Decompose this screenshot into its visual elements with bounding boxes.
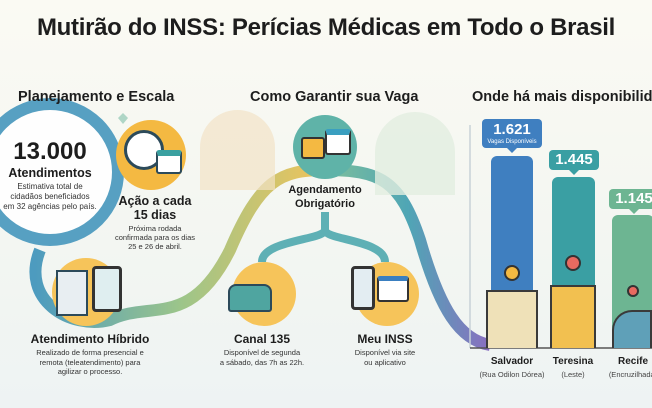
map-pin-icon bbox=[504, 265, 520, 281]
people-group-icon bbox=[200, 110, 275, 190]
cycle-title-line: 15 dias bbox=[133, 208, 177, 222]
map-pin-icon bbox=[565, 255, 581, 271]
desc-line: ou aplicativo bbox=[364, 357, 406, 367]
availability-heading: Onde há mais disponibilidade bbox=[472, 89, 652, 105]
desc-line: Estimativa total de bbox=[17, 182, 83, 191]
phone-headset-icon bbox=[228, 262, 296, 326]
value-tag-salvador: 1.621 Vagas Disponíveis bbox=[482, 119, 542, 153]
value-tag-teresina: 1.445 bbox=[549, 150, 599, 175]
lock-calendar-icon bbox=[293, 115, 357, 179]
desc-line: a sábado, das 7h as 22h. bbox=[219, 357, 305, 367]
desc-line: cidadãos beneficiados bbox=[10, 192, 90, 201]
phone-title: Canal 135 bbox=[233, 332, 291, 346]
value: 1.621 bbox=[493, 121, 531, 138]
booking-heading: Como Garantir sua Vaga bbox=[250, 89, 419, 105]
phone-browser-icon bbox=[351, 262, 419, 326]
desc-line: 25 e 26 de abril. bbox=[128, 242, 182, 251]
total-label: Atendimentos bbox=[8, 166, 92, 180]
phone-desc: Disponível de segunda a sábado, das 7h a… bbox=[207, 348, 317, 367]
clock-calendar-icon bbox=[116, 120, 186, 190]
app-title: Meu INSS bbox=[357, 332, 413, 346]
hybrid-care-icon bbox=[52, 258, 122, 326]
app-desc: Disponível via site ou aplicativo bbox=[335, 348, 435, 367]
desc-line: Disponível de segunda bbox=[223, 348, 301, 357]
cycle-title-line: Ação a cada bbox=[118, 194, 192, 208]
map-pin-icon bbox=[627, 285, 639, 297]
title-line: Obrigatório bbox=[295, 198, 355, 210]
hybrid-desc: Realizado de forma presencial e remota (… bbox=[20, 348, 160, 377]
hybrid-title: Atendimento Híbrido bbox=[30, 332, 150, 346]
desc-line: Disponível via site bbox=[354, 348, 416, 357]
desc-line: confirmada para os dias bbox=[114, 233, 196, 242]
total-number: 13.000 bbox=[13, 138, 87, 165]
city-area-teresina: (Leste) bbox=[561, 370, 585, 379]
city-area-salvador: (Rua Odilon Dórea) bbox=[479, 370, 545, 379]
value-tag-recife: 1.145 bbox=[609, 189, 652, 214]
city-name-recife: Recife bbox=[617, 356, 648, 367]
booking-main-title: Agendamento Obrigatório bbox=[275, 183, 375, 211]
title-line: Agendamento bbox=[288, 184, 362, 196]
desc-line: Próxima rodada bbox=[128, 224, 182, 233]
cycle-desc: Próxima rodada confirmada para os dias 2… bbox=[110, 224, 200, 251]
city-name-salvador: Salvador bbox=[490, 356, 534, 367]
page-title: Mutirão do INSS: Perícias Médicas em Tod… bbox=[36, 14, 616, 41]
church-salvador-icon bbox=[486, 290, 538, 348]
desc-line: remota (teleatendimento) para bbox=[39, 357, 141, 367]
desc-line: em 32 agências pelo país. bbox=[3, 202, 97, 211]
city-recife-icon bbox=[612, 310, 652, 348]
people-group-icon bbox=[375, 112, 455, 195]
desc-line: Realizado de forma presencial e bbox=[36, 348, 144, 357]
total-desc: Estimativa total de cidadãos beneficiado… bbox=[0, 182, 100, 212]
church-teresina-icon bbox=[550, 285, 596, 348]
desc-line: agilizar o processo. bbox=[57, 367, 123, 376]
cycle-title: Ação a cada 15 dias bbox=[115, 194, 195, 222]
unit-label: Vagas Disponíveis bbox=[487, 139, 537, 145]
city-area-recife: (Encruzilhada) bbox=[608, 370, 652, 379]
city-name-teresina: Teresina bbox=[552, 356, 594, 367]
planning-heading: Planejamento e Escala bbox=[18, 89, 175, 105]
